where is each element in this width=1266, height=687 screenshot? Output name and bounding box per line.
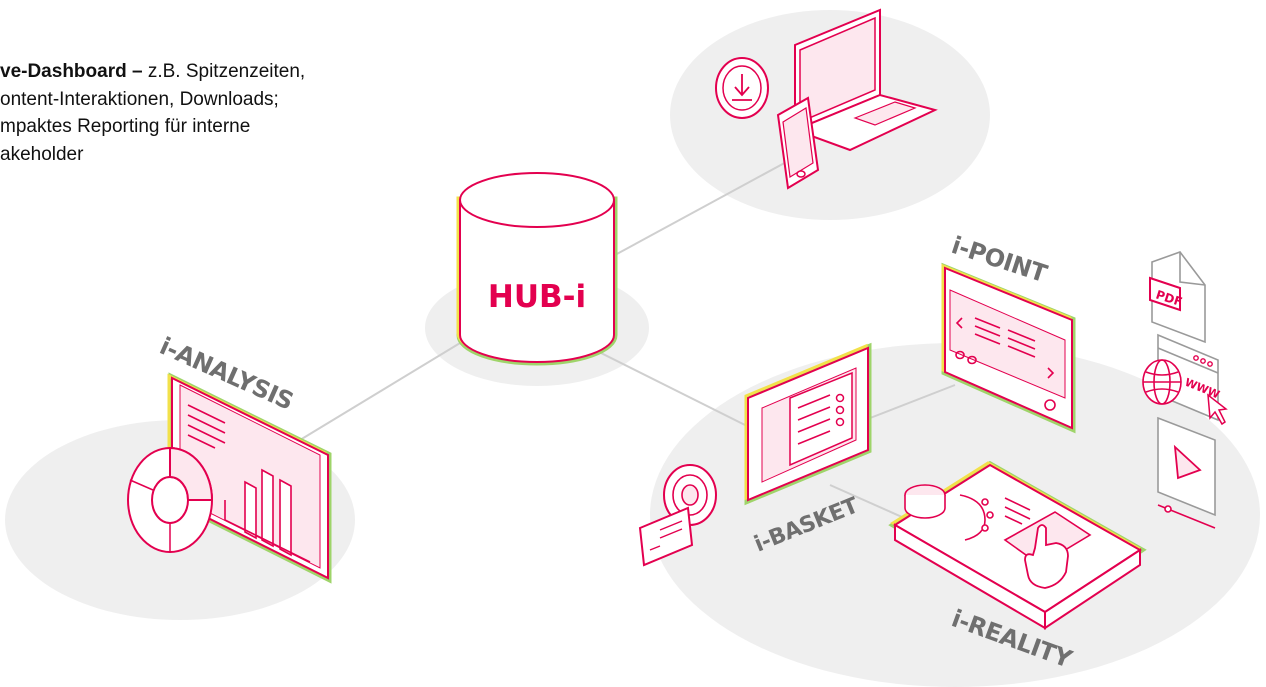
connector-hub-basket bbox=[594, 349, 756, 431]
connector-basket-point bbox=[864, 384, 956, 421]
connector-hub-devices bbox=[614, 159, 791, 256]
download-icon bbox=[715, 57, 769, 119]
callout-line-3-text: mpaktes Reporting für interne bbox=[0, 116, 251, 137]
pdf-document-icon bbox=[1149, 251, 1206, 344]
callout-line-2: ontent-Interaktionen, Downloads; bbox=[0, 86, 440, 114]
callout-line-1-text: z.B. Spitzenzeiten, bbox=[142, 61, 306, 82]
donut-chart-icon bbox=[127, 446, 214, 553]
point-screen-icon bbox=[941, 262, 1076, 434]
callout-line-1: ve-Dashboard – z.B. Spitzenzeiten, bbox=[0, 58, 440, 86]
pointing-hand-icon bbox=[1024, 524, 1069, 589]
hub-label: HUB-i bbox=[488, 279, 586, 315]
video-player-icon bbox=[1157, 416, 1216, 529]
reality-table-icon bbox=[888, 460, 1147, 630]
laptop-icon bbox=[792, 8, 938, 152]
phone-icon bbox=[776, 96, 820, 190]
connectors bbox=[299, 159, 956, 526]
callout-line-2-text: ontent-Interaktionen, Downloads; bbox=[0, 88, 279, 110]
connector-hub-analysis bbox=[299, 339, 466, 441]
hub-database-icon bbox=[456, 172, 618, 366]
callout-line-4-text: akeholder bbox=[0, 143, 84, 165]
contactless-card-icon bbox=[638, 464, 717, 567]
callout-line-4: akeholder bbox=[0, 141, 440, 169]
callout-line-1-bold: ve-Dashboard – bbox=[0, 61, 143, 82]
callout-line-3: mpaktes Reporting für interne bbox=[0, 113, 440, 141]
description-callout: ve-Dashboard – z.B. Spitzenzeiten, onten… bbox=[0, 58, 440, 168]
website-browser-icon bbox=[1142, 333, 1228, 426]
basket-tablet-icon bbox=[744, 342, 872, 506]
